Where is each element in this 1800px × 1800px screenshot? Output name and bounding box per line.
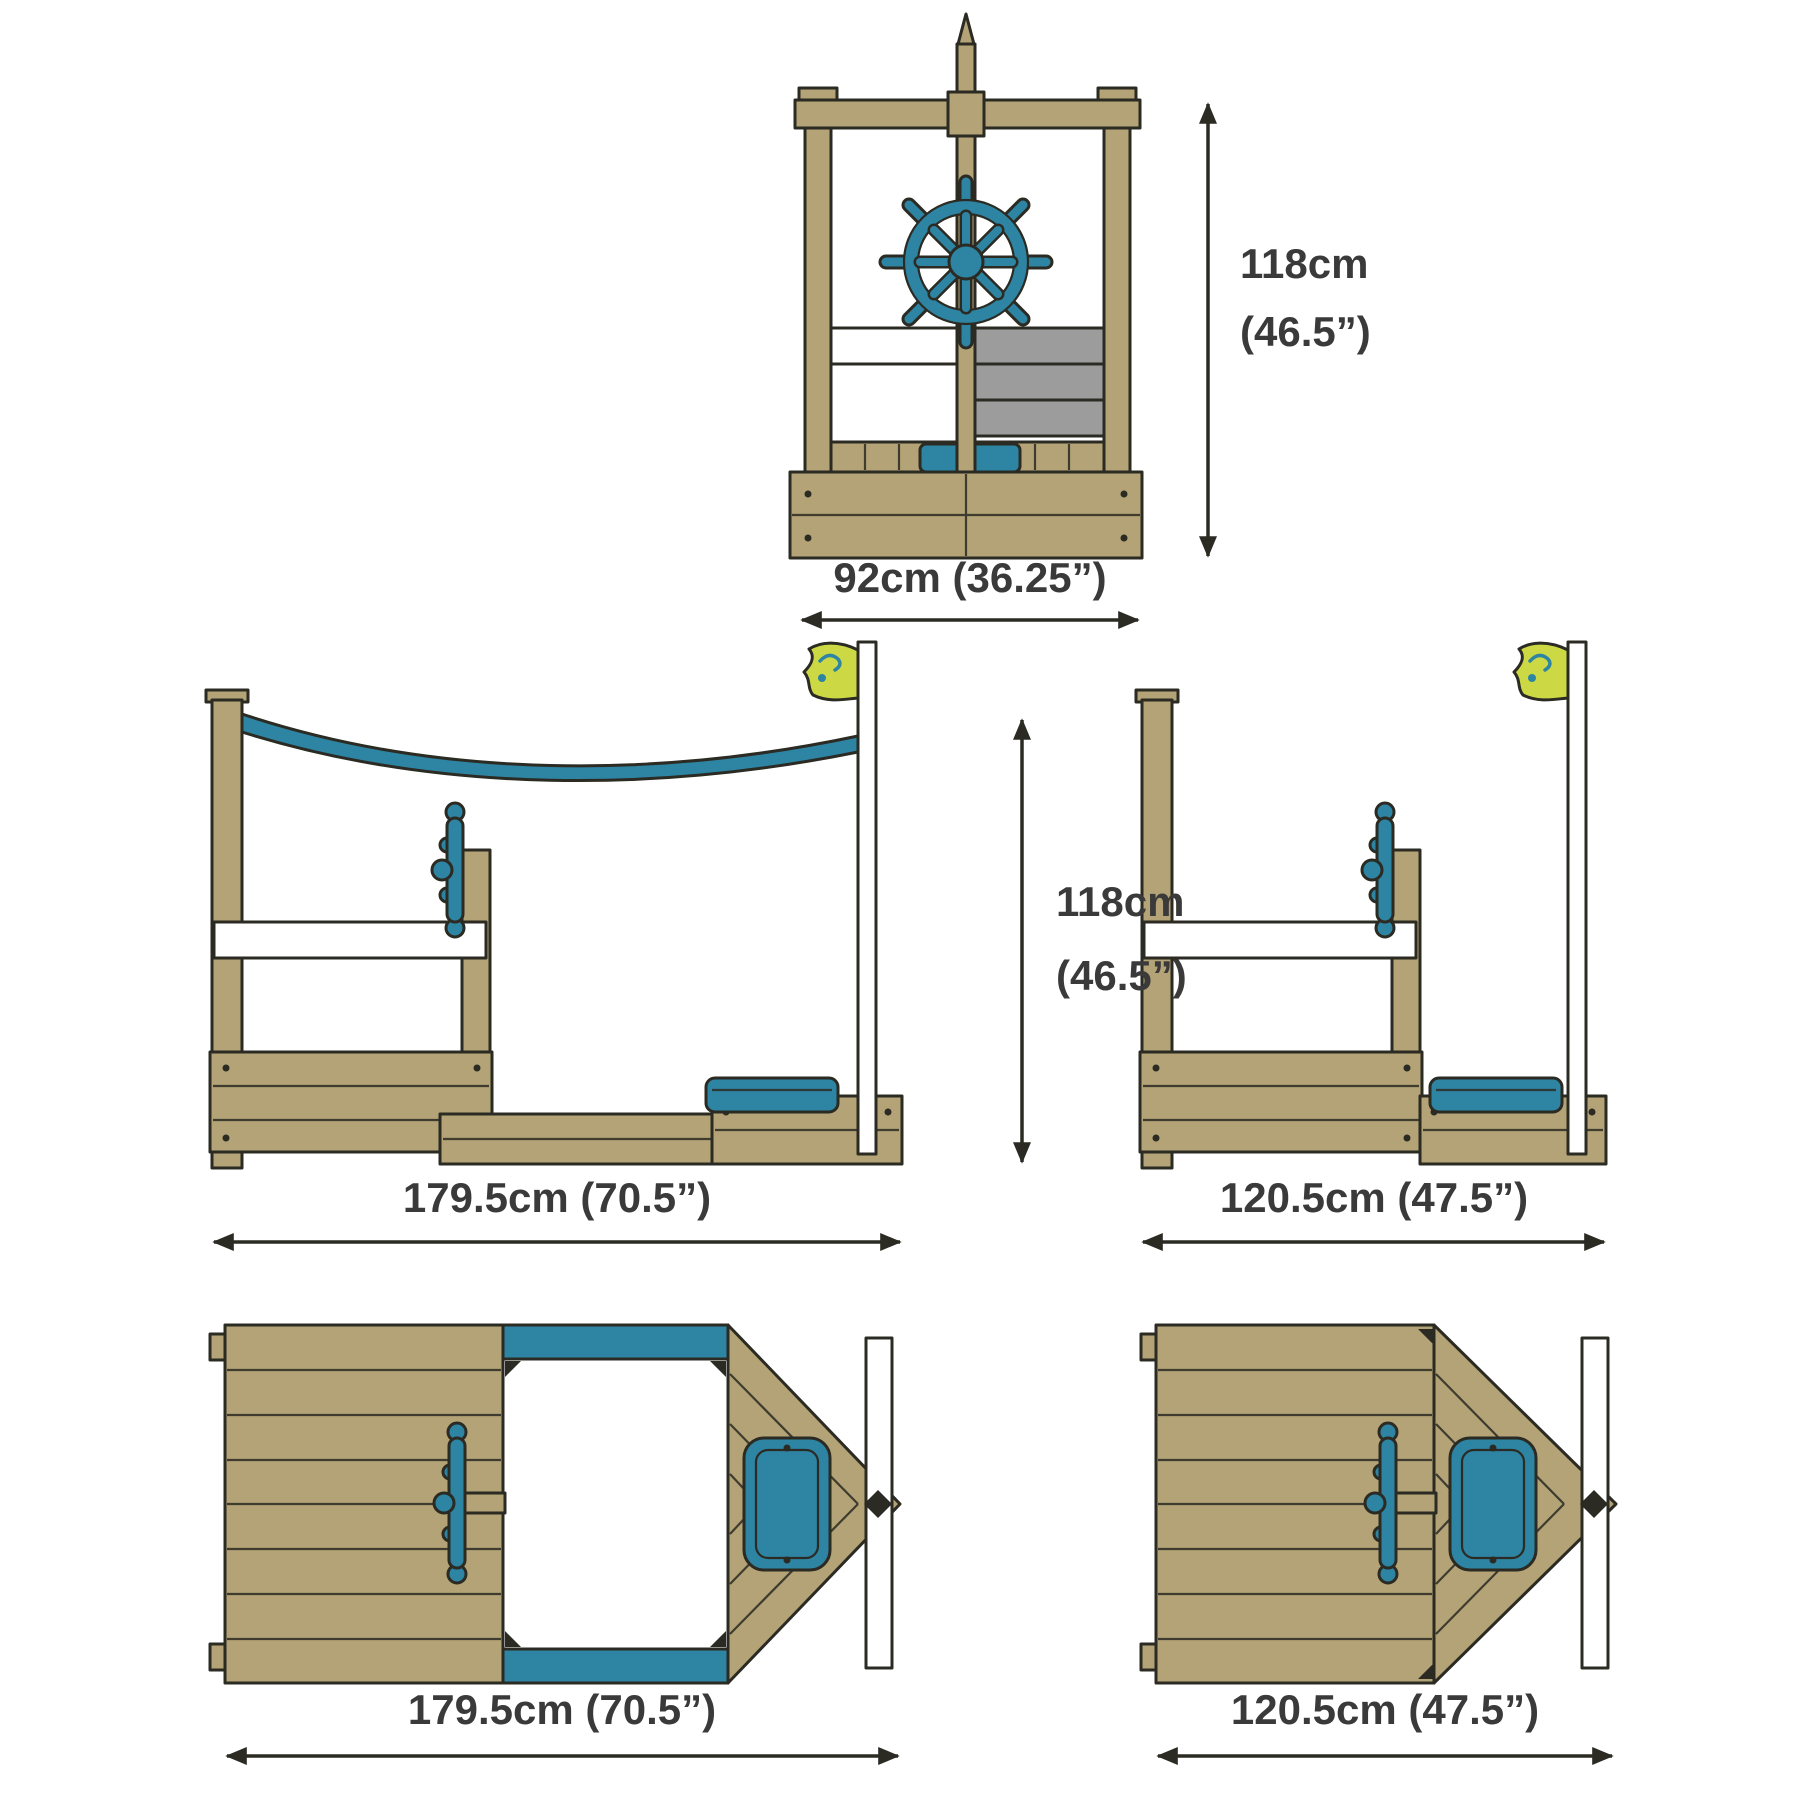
side-white-plank (212, 920, 488, 960)
dimension-side-compact-length: 120.5cm (47.5”) (1141, 1174, 1606, 1251)
front-height-value-cm: 118cm (1240, 240, 1368, 287)
dimension-overall-height: 118cm (46.5”) (1013, 718, 1187, 1164)
plan-view-compact (1139, 1323, 1618, 1685)
canopy (240, 712, 860, 783)
dimension-side-length: 179.5cm (70.5”) (212, 1174, 902, 1251)
front-beam-cap-left (797, 86, 839, 102)
plan-sandpit (501, 1323, 730, 1685)
sandbox-wall (1138, 1050, 1424, 1154)
front-beam-cap-right (1096, 86, 1138, 102)
plan-wheel-support (1392, 1491, 1438, 1515)
dimension-front-height: 118cm (46.5”) (1199, 102, 1371, 558)
plan-length-value: 179.5cm (70.5”) (408, 1686, 716, 1733)
overall-height-value-in: (46.5”) (1056, 952, 1187, 999)
wheel-post (1390, 848, 1422, 1084)
ship-wheel-icon (878, 174, 1054, 350)
bow-tip-marker (864, 1490, 892, 1518)
wheel-side-icon (1360, 801, 1396, 939)
overall-height-value-cm: 118cm (1056, 878, 1184, 925)
front-view (788, 12, 1144, 560)
side-length-value: 179.5cm (70.5”) (403, 1174, 711, 1221)
front-height-value-in: (46.5”) (1240, 308, 1371, 355)
dimension-plan-length: 179.5cm (70.5”) (225, 1686, 900, 1765)
front-base (788, 470, 1144, 560)
wheel-side-icon (430, 801, 466, 939)
front-white-plank (829, 326, 959, 366)
front-mast-joint (946, 90, 986, 138)
mast-pole (856, 640, 878, 1156)
plan-wheel-support (461, 1491, 507, 1515)
plan-view-full (208, 1323, 902, 1685)
side-compact-length-value: 120.5cm (47.5”) (1220, 1174, 1528, 1221)
side-view-compact (1134, 640, 1608, 1170)
plan-compact-length-value: 120.5cm (47.5”) (1231, 1686, 1539, 1733)
front-width-value: 92cm (36.25”) (833, 554, 1106, 601)
mast-pole (1566, 640, 1588, 1156)
front-left-post (803, 126, 833, 474)
wheel-post (460, 848, 492, 1084)
dimension-plan-compact-length: 120.5cm (47.5”) (1156, 1686, 1614, 1765)
front-right-post (1102, 126, 1132, 474)
front-gray-panels (973, 326, 1106, 438)
plan-wheel-icon (1363, 1421, 1438, 1585)
plan-wheel-icon (432, 1421, 507, 1585)
plan-water-tray (1448, 1436, 1538, 1572)
side-view-full (204, 640, 904, 1170)
deck-board (438, 1112, 718, 1166)
side-white-plank (1142, 920, 1418, 960)
flag-icon (802, 641, 860, 702)
sand-bucket (1428, 1076, 1564, 1114)
dimension-front-width: 92cm (36.25”) (800, 554, 1140, 629)
sand-bucket (704, 1076, 840, 1114)
dimensions: 118cm (46.5”) 92cm (36.25”) 118cm (46.5”… (212, 102, 1614, 1765)
flag-icon (1512, 641, 1570, 702)
plan-water-tray (742, 1436, 832, 1572)
bow-tip-marker (1580, 1490, 1608, 1518)
